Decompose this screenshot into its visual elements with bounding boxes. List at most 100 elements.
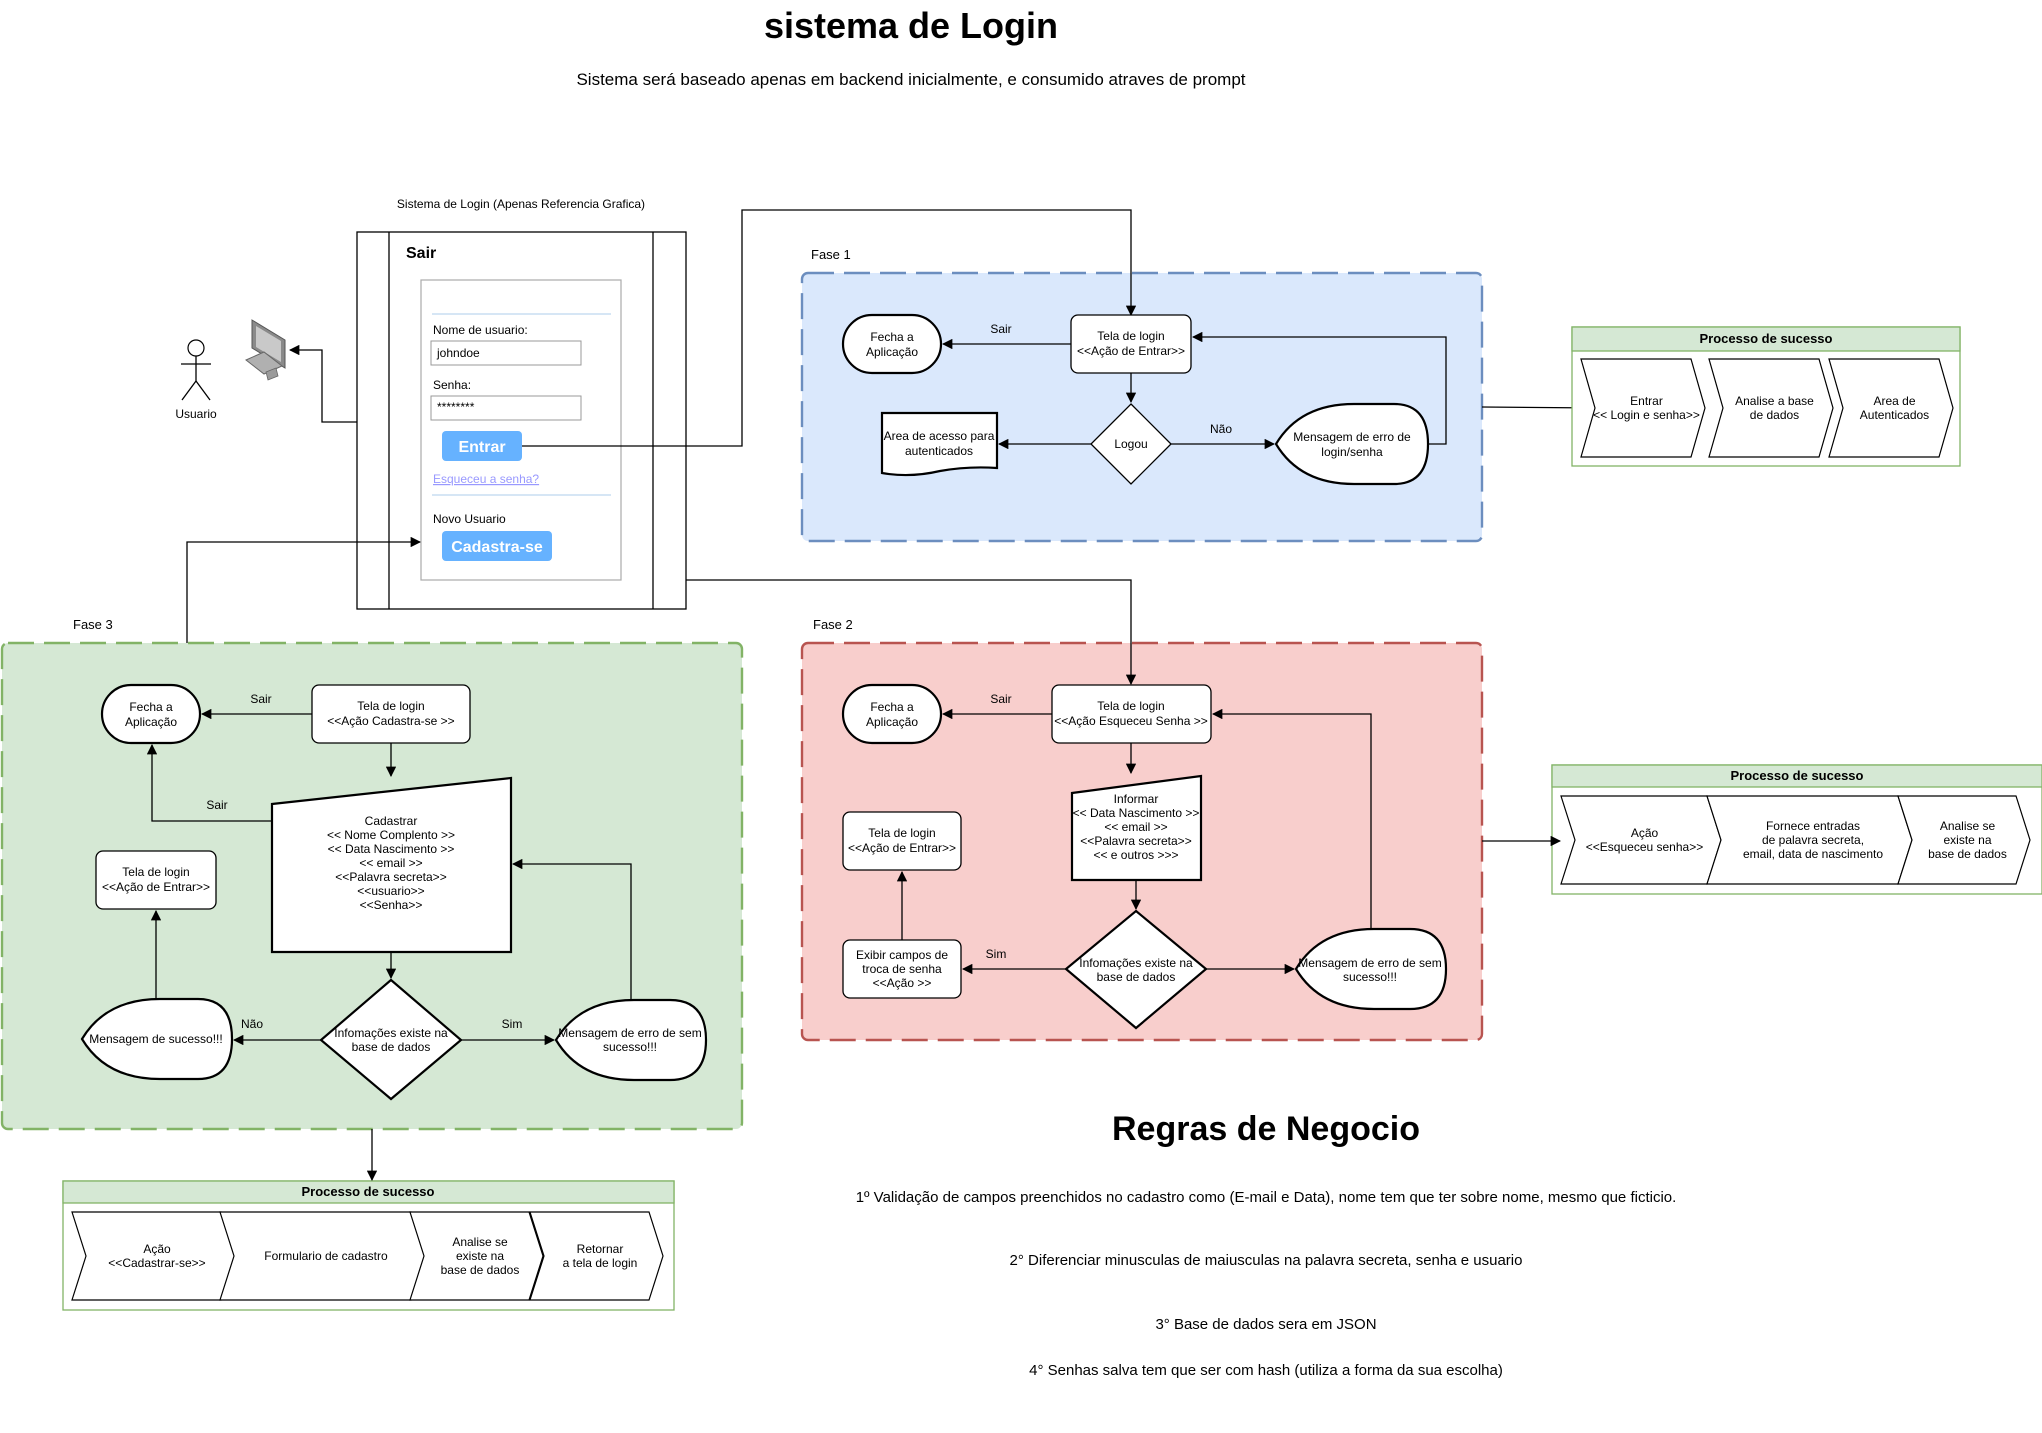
success3-step-1: Ação<<Cadastrar-se>> [71,1211,236,1301]
phase3-close-app: Fecha a Aplicação [100,683,202,745]
success1-step-3-text: Area de [1873,394,1915,408]
success3-step-1-text: <<Cadastrar-se>> [108,1256,205,1270]
success2-step-3-text: base de dados [1928,847,2007,861]
phase2-yes-label: Sim [986,947,1007,961]
success2-step-1-text: Ação [1631,826,1659,840]
rules-title: Regras de Negocio [1112,1110,1420,1148]
success1-step-1-text: Entrar [1630,394,1663,408]
svg-text:base de dados: base de dados [1097,970,1176,984]
phase1-close-app: Fecha a Aplicação [841,313,943,375]
success2-step-1: Ação<<Esqueceu senha>> [1560,795,1722,885]
phase2-login-enter: Tela de login <<Ação de Entrar>> [842,811,962,871]
success3-step-3-text: base de dados [441,1263,520,1277]
login-button[interactable] [442,431,522,461]
svg-text:Exibir campos de: Exibir campos de [856,948,948,962]
edge-mockup-to-computer [288,344,357,423]
page-title: sistema de Login [764,5,1058,46]
svg-text:<< Data Nascimento >>: << Data Nascimento >> [1073,806,1200,820]
desktop-computer-icon [245,319,286,381]
success2-step-3-text: existe na [1943,833,1991,847]
phase1-region: Fase 1 [800,247,1484,543]
mockup-header: Sair [406,245,436,262]
svg-text:<< email >>: << email >> [359,856,422,870]
user-actor: Usuario [175,339,217,421]
success3-step-4-text: Retornar [577,1242,624,1256]
username-label: Nome de usuario: [433,323,528,337]
phase2-close-app: Fecha a Aplicação [841,683,943,745]
svg-text:<<Ação de Entrar>>: <<Ação de Entrar>> [1077,344,1185,358]
edge-phase3-to-register [186,536,422,643]
phase3-exit-label: Sair [250,692,271,706]
mockup-caption: Sistema de Login (Apenas Referencia Graf… [397,197,645,211]
success3-step-3-text: Analise se [452,1235,508,1249]
svg-text:Aplicação: Aplicação [866,715,918,729]
phase3-label: Fase 3 [73,617,113,632]
success1-step-2-text: de dados [1750,408,1799,422]
phase1-exit-label: Sair [990,322,1011,336]
username-input[interactable] [430,340,582,366]
svg-text:Mensagem de erro de sem: Mensagem de erro de sem [558,1026,701,1040]
phase3-login-enter: Tela de login <<Ação de Entrar>> [95,850,217,910]
phase3-success-message: Mensagem de sucesso!!! [80,997,234,1081]
phase1-decision-logou: Logou [1090,403,1172,485]
login-button-label: Entrar [458,439,505,456]
svg-text:Logou: Logou [1114,437,1147,451]
success1-step-2-text: Analise a base [1735,394,1814,408]
svg-text:Infomações existe na: Infomações existe na [334,1026,448,1040]
success2-step-2-text: de palavra secreta, [1762,833,1864,847]
svg-text:<< Nome Complento >>: << Nome Complento >> [327,828,455,842]
actor-label: Usuario [175,407,217,421]
svg-text:<< Data Nascimento >>: << Data Nascimento >> [328,842,455,856]
phase3-register-form: Cadastrar << Nome Complento >> << Data N… [270,776,513,954]
success2-step-1-text: <<Esqueceu senha>> [1586,840,1703,854]
success2-step-2-text: email, data de nascimento [1743,847,1883,861]
svg-text:Fecha a: Fecha a [870,700,914,714]
edge-p3-error-to-register [511,858,632,1000]
register-button[interactable] [442,531,552,561]
success3-step-4-text: a tela de login [563,1256,638,1270]
phase3-yes-label: Sim [502,1017,523,1031]
success2-step-2-text: Fornece entradas [1766,819,1860,833]
success1-step-1: Entrar<< Login e senha>> [1580,358,1706,458]
phase2-decision: Infomações existe na base de dados [1064,909,1208,1030]
new-user-label: Novo Usuario [433,512,506,526]
svg-text:<<Ação de Entrar>>: <<Ação de Entrar>> [102,880,210,894]
stick-person-icon [181,339,211,401]
edge-p2-error-to-login [1211,708,1372,929]
svg-text:Informar: Informar [1114,792,1159,806]
phase1-auth-area: Area de acesso para autenticados [880,411,999,477]
svg-text:<<Senha>>: <<Senha>> [360,898,423,912]
svg-text:<<usuario>>: <<usuario>> [357,884,424,898]
success3-step-2: Formulario de cadastro [219,1211,426,1301]
edge-login-to-phase1 [522,209,1137,447]
forgot-password-link[interactable]: Esqueceu a senha? [433,472,539,486]
phase3-error-message: Mensagem de erro de sem sucesso!!! [554,998,708,1082]
svg-text:sucesso!!!: sucesso!!! [603,1040,657,1054]
svg-text:<<Palavra secreta>>: <<Palavra secreta>> [1080,834,1191,848]
svg-text:<<Ação de Entrar>>: <<Ação de Entrar>> [848,841,956,855]
svg-text:<<Palavra secreta>>: <<Palavra secreta>> [335,870,446,884]
login-mockup-window: Sair Nome de usuario: johndoe Senha: ***… [356,231,687,610]
phase2-label: Fase 2 [813,617,853,632]
svg-text:login/senha: login/senha [1321,445,1383,459]
svg-text:Fecha a: Fecha a [129,700,173,714]
success1-step-3-text: Autenticados [1860,408,1929,422]
svg-text:<< e outros >>>: << e outros >>> [1093,848,1178,862]
svg-text:Aplicação: Aplicação [866,345,918,359]
phase2-exit-label: Sair [990,692,1011,706]
svg-text:Tela de login: Tela de login [1097,329,1164,343]
phase1-error-message: Mensagem de erro de login/senha [1274,402,1430,486]
svg-text:base de dados: base de dados [352,1040,431,1054]
svg-text:Infomações existe na: Infomações existe na [1079,956,1193,970]
success2-header: Processo de sucesso [1731,768,1864,783]
svg-text:Tela de login: Tela de login [1097,699,1164,713]
svg-text:sucesso!!!: sucesso!!! [1343,970,1397,984]
svg-text:Cadastrar: Cadastrar [365,814,418,828]
phase2-error-message: Mensagem de erro de sem sucesso!!! [1294,927,1448,1011]
svg-text:Aplicação: Aplicação [125,715,177,729]
password-input[interactable] [430,395,582,421]
register-button-label: Cadastra-se [451,539,543,556]
